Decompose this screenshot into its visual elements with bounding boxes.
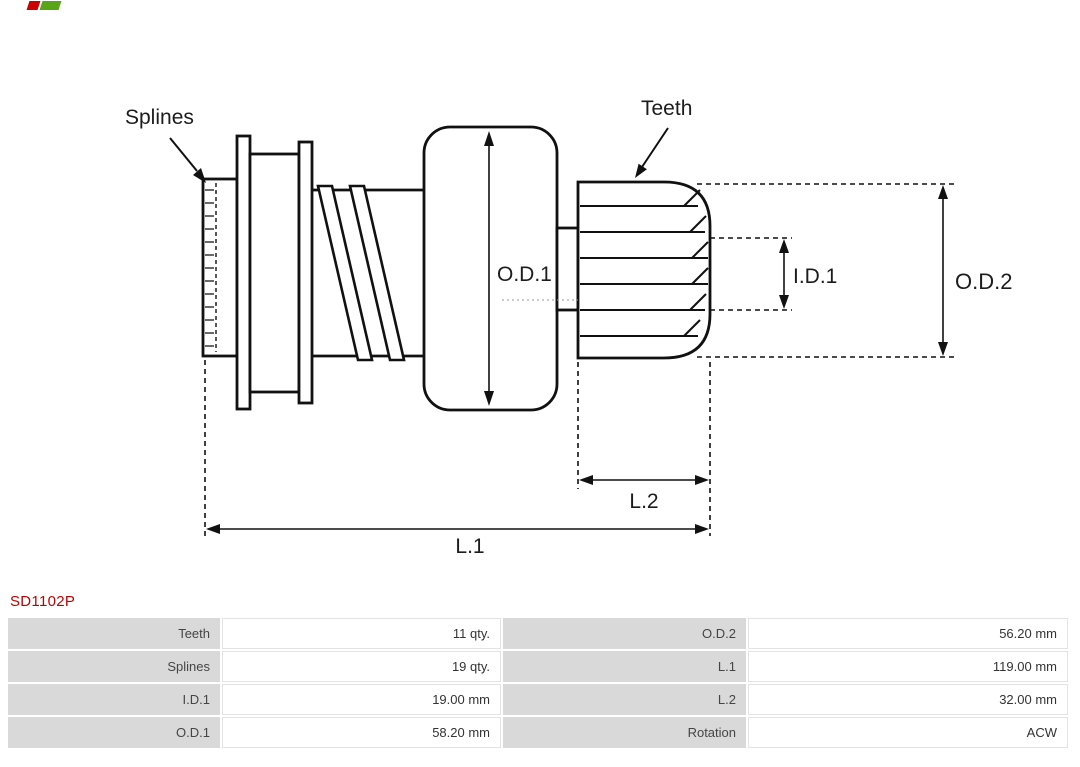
spec-label: O.D.1 bbox=[8, 717, 220, 748]
starter-drive-diagram: Splines Teeth O.D.1 I.D.1 O.D.2 bbox=[125, 97, 1012, 558]
l1-label: L.1 bbox=[455, 535, 484, 558]
pinion-teeth-lines bbox=[580, 189, 709, 337]
callout-teeth: Teeth bbox=[635, 97, 692, 178]
spec-value: 32.00 mm bbox=[748, 684, 1068, 715]
spec-value: ACW bbox=[748, 717, 1068, 748]
pinion-gear bbox=[576, 180, 712, 360]
teeth-arrowhead bbox=[635, 163, 647, 178]
od2-label: O.D.2 bbox=[955, 269, 1012, 294]
spec-label: Splines bbox=[8, 651, 220, 682]
dimension-l2: L.2 bbox=[577, 362, 711, 536]
spring-coils bbox=[316, 184, 406, 362]
dimension-l1: L.1 bbox=[204, 360, 709, 558]
spec-value: 19 qty. bbox=[222, 651, 501, 682]
flange-disk-1 bbox=[235, 134, 252, 411]
neck-shaft bbox=[555, 226, 580, 312]
dimension-id1: I.D.1 bbox=[710, 237, 837, 311]
hub bbox=[248, 152, 301, 394]
spec-label: O.D.2 bbox=[503, 618, 746, 649]
spec-value: 19.00 mm bbox=[222, 684, 501, 715]
spline-hatch bbox=[205, 183, 217, 352]
dimension-od1: O.D.1 bbox=[484, 131, 578, 406]
dimension-od2: O.D.2 bbox=[697, 183, 1012, 358]
brand-logo-red-block bbox=[26, 1, 41, 10]
spec-label: I.D.1 bbox=[8, 684, 220, 715]
spec-label: Rotation bbox=[503, 717, 746, 748]
teeth-label: Teeth bbox=[641, 97, 692, 120]
callout-splines: Splines bbox=[125, 106, 206, 183]
spec-value: 58.20 mm bbox=[222, 717, 501, 748]
id1-label: I.D.1 bbox=[793, 265, 837, 288]
spec-table: Teeth 11 qty. O.D.2 56.20 mm Splines 19 … bbox=[8, 618, 1068, 748]
splines-arrowhead bbox=[193, 168, 206, 183]
flange-disk-2 bbox=[297, 140, 314, 405]
spec-label: L.2 bbox=[503, 684, 746, 715]
spec-value: 11 qty. bbox=[222, 618, 501, 649]
spec-label: L.1 bbox=[503, 651, 746, 682]
l2-label: L.2 bbox=[629, 490, 658, 513]
spec-label: Teeth bbox=[8, 618, 220, 649]
drive-outline bbox=[201, 134, 426, 411]
spec-value: 119.00 mm bbox=[748, 651, 1068, 682]
brand-logo bbox=[26, 1, 62, 10]
splines-label: Splines bbox=[125, 106, 194, 129]
spec-value: 56.20 mm bbox=[748, 618, 1068, 649]
brand-logo-green-block bbox=[39, 1, 62, 10]
part-code: SD1102P bbox=[10, 593, 76, 610]
od1-label: O.D.1 bbox=[497, 263, 552, 286]
